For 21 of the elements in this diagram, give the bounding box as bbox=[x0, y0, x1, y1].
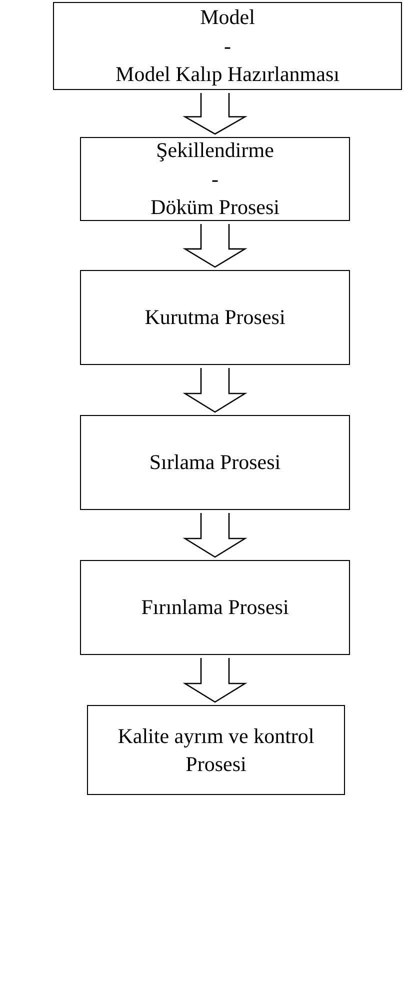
process-box bbox=[80, 137, 350, 221]
box-text: Model bbox=[200, 4, 255, 32]
box-text: Döküm Prosesi bbox=[150, 194, 280, 222]
block-arrow bbox=[182, 223, 248, 268]
process-box bbox=[80, 415, 350, 510]
box-text: Model Kalıp Hazırlanması bbox=[116, 61, 340, 88]
box-text: - bbox=[224, 32, 231, 60]
box-text: Kalite ayrım ve kontrol Prosesi bbox=[116, 722, 316, 778]
box-text: Sırlama Prosesi bbox=[149, 449, 281, 476]
block-arrow bbox=[182, 512, 248, 558]
box-text: Şekillendirme bbox=[156, 137, 274, 164]
box-text: - bbox=[212, 166, 218, 193]
process-box bbox=[80, 560, 350, 655]
box-text: Fırınlama Prosesi bbox=[141, 594, 289, 622]
process-box bbox=[53, 2, 402, 90]
block-arrow bbox=[182, 657, 248, 703]
block-arrow bbox=[182, 367, 248, 413]
block-arrow bbox=[182, 92, 248, 135]
process-box bbox=[87, 705, 345, 795]
process-box bbox=[80, 270, 350, 365]
box-text: Kurutma Prosesi bbox=[144, 304, 286, 332]
